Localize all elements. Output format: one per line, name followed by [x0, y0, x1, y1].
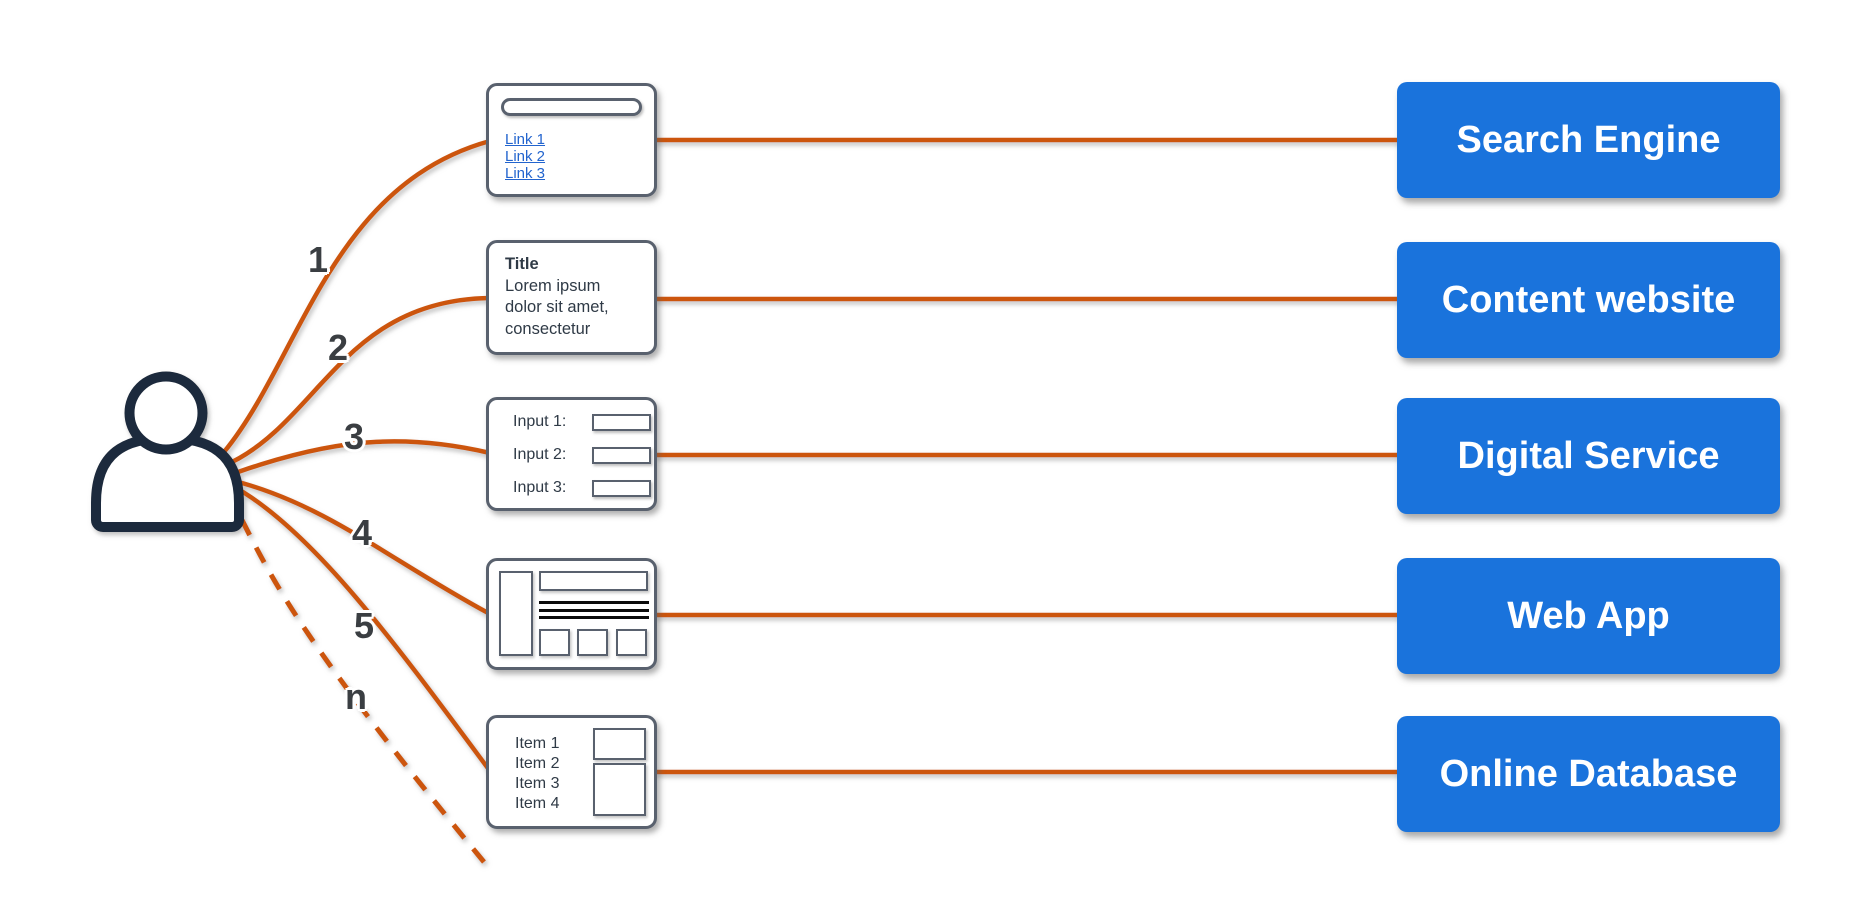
user-icon: [91, 371, 244, 532]
browser-window-app-layout: [486, 558, 657, 670]
form-row: Input 3:: [513, 479, 651, 497]
wireframe-tile: [577, 629, 608, 656]
form-row: Input 2:: [513, 446, 651, 464]
list-item: Item 4: [515, 795, 560, 812]
service-node-web-app: Web App: [1397, 558, 1780, 674]
connection-label-3: 3: [343, 416, 365, 457]
connection-label-n: n: [345, 676, 367, 717]
mock-input-field-1: [592, 413, 651, 431]
wireframe-record-large: [593, 763, 646, 816]
user-head: [124, 371, 208, 455]
wireframe-header: [539, 571, 648, 591]
content-line: Lorem ipsum: [505, 276, 601, 295]
wireframe-text-bar: [539, 601, 649, 605]
connection-label-4: 4: [351, 512, 373, 553]
content-line: dolor sit amet,: [505, 298, 609, 316]
item-list: Item 1 Item 2 Item 3 Item 4: [515, 734, 559, 814]
mock-input-field-3: [592, 479, 651, 497]
list-item: Item 2: [515, 755, 560, 772]
connector-curve-4: [239, 480, 493, 617]
search-bar-wireframe: [501, 98, 642, 116]
search-result-links: Link 1 Link 2 Link 3: [505, 131, 545, 182]
connection-label-2: 2: [327, 327, 349, 368]
list-item: Item 3: [515, 775, 560, 792]
connection-label-5: 5: [353, 605, 375, 646]
connector-curve-1: [221, 138, 493, 455]
wireframe-sidebar: [499, 571, 533, 656]
connector-curve-n-dashed: [239, 518, 486, 864]
form-row: Input 1:: [513, 413, 651, 431]
wireframe-tile: [539, 629, 570, 656]
browser-window-content-page: Title Lorem ipsum dolor sit amet, consec…: [486, 240, 657, 355]
connector-curve-5: [240, 489, 493, 774]
browser-window-item-list: Item 1 Item 2 Item 3 Item 4: [486, 715, 657, 829]
form-field-label: Input 2:: [513, 446, 567, 463]
service-node-content-website: Content website: [1397, 242, 1780, 358]
content-line: consectetur: [505, 319, 591, 338]
connection-label-1: 1: [307, 239, 329, 280]
connector-curve-2: [229, 295, 493, 465]
form-field-label: Input 1:: [513, 413, 567, 430]
wireframe-tile: [616, 629, 647, 656]
wireframe-text-bar: [539, 608, 649, 612]
mock-link-2: Link 2: [505, 148, 546, 165]
user-body: [91, 433, 244, 532]
mock-link-3: Link 3: [505, 165, 546, 182]
mock-link-1: Link 1: [505, 131, 546, 148]
service-node-digital-service: Digital Service: [1397, 398, 1780, 514]
mock-input-field-2: [592, 446, 651, 464]
content-title: Title: [505, 255, 539, 273]
wireframe-record-small: [593, 728, 646, 760]
content-text: Title Lorem ipsum dolor sit amet, consec…: [505, 254, 609, 340]
browser-window-form: Input 1: Input 2: Input 3:: [486, 397, 657, 511]
wireframe-text-bar: [539, 616, 649, 620]
browser-window-search-results: Link 1 Link 2 Link 3: [486, 83, 657, 197]
form-field-label: Input 3:: [513, 479, 567, 496]
service-node-online-database: Online Database: [1397, 716, 1780, 832]
list-item: Item 1: [515, 735, 560, 752]
connector-curve-3: [235, 439, 493, 475]
service-node-search-engine: Search Engine: [1397, 82, 1780, 198]
